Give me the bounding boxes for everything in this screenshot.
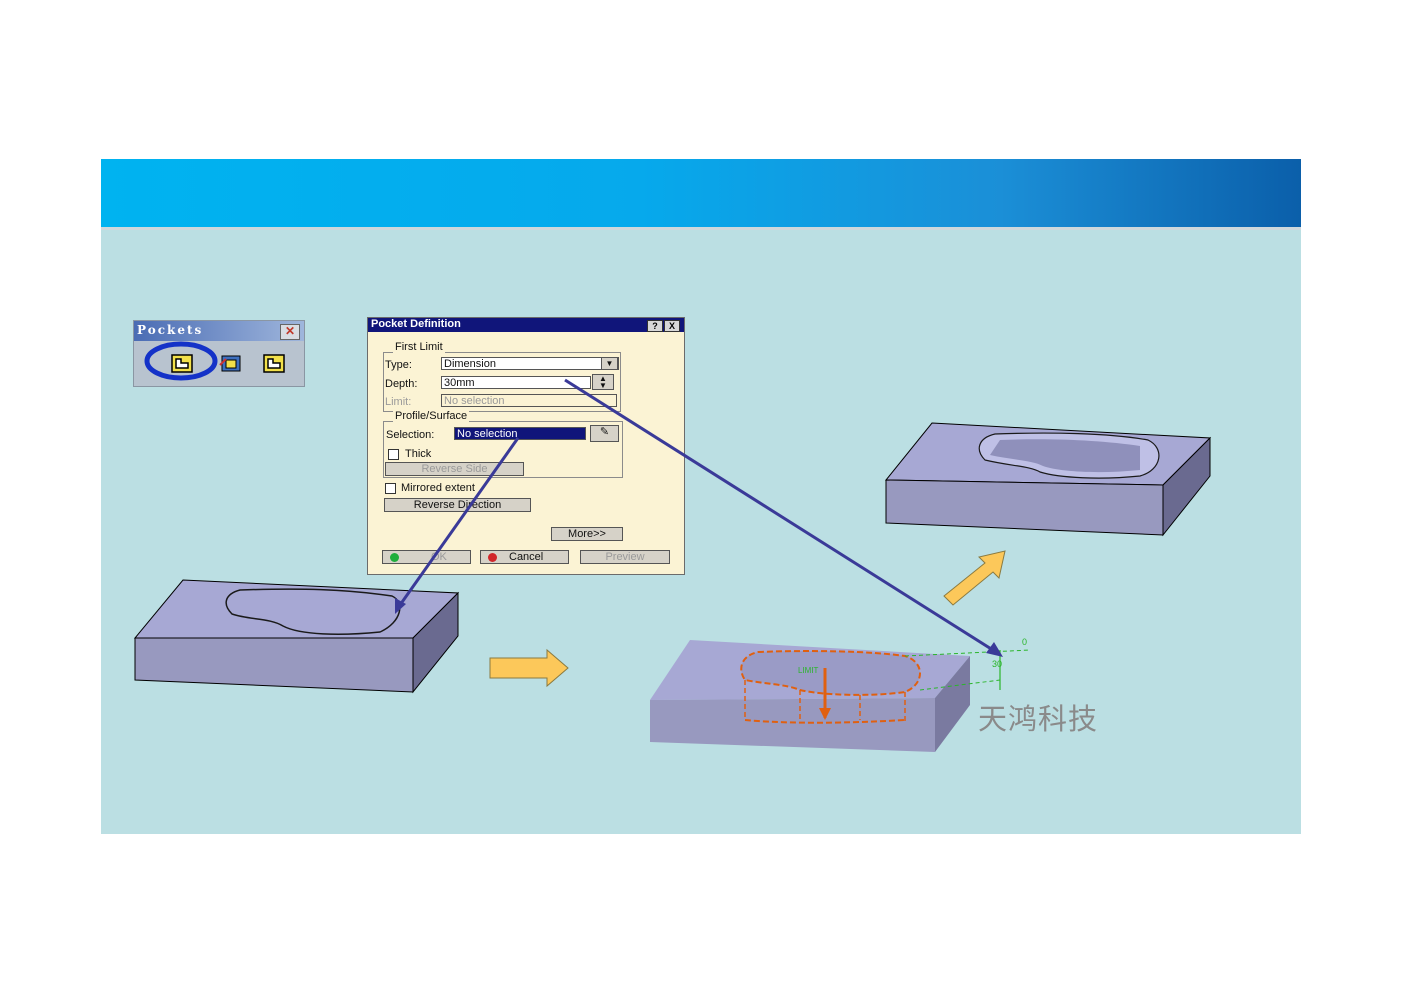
toolbar-title-bar[interactable]: Pockets ✕ <box>134 321 304 341</box>
sketched-block <box>133 579 460 694</box>
first-limit-label: First Limit <box>393 341 445 353</box>
mirrored-extent-label: Mirrored extent <box>401 482 475 494</box>
pocket-definition-dialog: Pocket Definition ? X First Limit Type: … <box>367 317 685 575</box>
dialog-title-bar[interactable]: Pocket Definition ? X <box>368 318 684 332</box>
type-select[interactable]: Dimension <box>441 357 619 370</box>
more-button[interactable]: More>> <box>551 527 623 541</box>
profile-surface-group <box>383 421 623 478</box>
depth-value: 30mm <box>444 377 475 389</box>
highlight-ring <box>144 341 218 381</box>
reverse-side-button[interactable]: Reverse Side <box>385 462 524 476</box>
selection-field[interactable]: No selection <box>454 427 586 440</box>
type-label: Type: <box>385 359 412 371</box>
watermark: 天鸿科技 <box>978 702 1099 736</box>
limit-value: No selection <box>444 395 505 407</box>
cancel-button[interactable]: Cancel <box>480 550 569 564</box>
banner-divider <box>101 227 1301 230</box>
preview-block: LIMIT 30 0 <box>650 637 1031 752</box>
first-limit-group <box>383 352 621 412</box>
close-icon[interactable]: ✕ <box>280 324 300 340</box>
type-value: Dimension <box>444 358 496 370</box>
selection-value: No selection <box>457 428 518 440</box>
cancel-icon <box>488 553 497 562</box>
reverse-direction-button[interactable]: Reverse Direction <box>384 498 531 512</box>
help-icon[interactable]: ? <box>647 320 663 332</box>
limit-label: Limit: <box>385 396 412 408</box>
dialog-title: Pocket Definition <box>371 318 461 330</box>
profile-surface-label: Profile/Surface <box>393 410 470 422</box>
preview-button[interactable]: Preview <box>580 550 670 564</box>
limit-annotation: LIMIT <box>798 666 819 675</box>
ok-icon <box>390 553 399 562</box>
thick-label: Thick <box>405 448 432 460</box>
drafted-filleted-pocket-icon[interactable] <box>218 351 244 375</box>
flow-arrow-right <box>489 648 569 688</box>
depth-dimension: 30 <box>992 659 1002 669</box>
limit-field[interactable]: No selection <box>441 394 617 407</box>
zero-dimension: 0 <box>1022 637 1027 647</box>
mirrored-extent-checkbox[interactable] <box>385 483 396 494</box>
multi-pocket-icon[interactable] <box>261 351 287 375</box>
pocketed-block <box>884 422 1212 537</box>
cancel-label: Cancel <box>509 551 544 563</box>
chevron-down-icon[interactable]: ▼ <box>601 357 618 370</box>
pointer-arrow-depth <box>564 378 997 654</box>
pockets-toolbar: Pockets ✕ <box>133 320 305 387</box>
depth-spinner[interactable]: ▲▼ <box>592 374 614 390</box>
pointer-arrow-profile <box>398 437 520 606</box>
thick-checkbox[interactable] <box>388 449 399 460</box>
pocket-icon[interactable] <box>169 351 195 375</box>
flow-arrow-up <box>943 550 1006 606</box>
depth-label: Depth: <box>385 378 418 390</box>
close-icon[interactable]: X <box>664 320 680 332</box>
depth-input[interactable]: 30mm <box>441 376 591 389</box>
title-banner <box>101 159 1301 227</box>
sketch-icon[interactable]: ✎ <box>590 425 619 442</box>
selection-label: Selection: <box>386 429 435 441</box>
toolbar-title: Pockets <box>137 323 204 337</box>
